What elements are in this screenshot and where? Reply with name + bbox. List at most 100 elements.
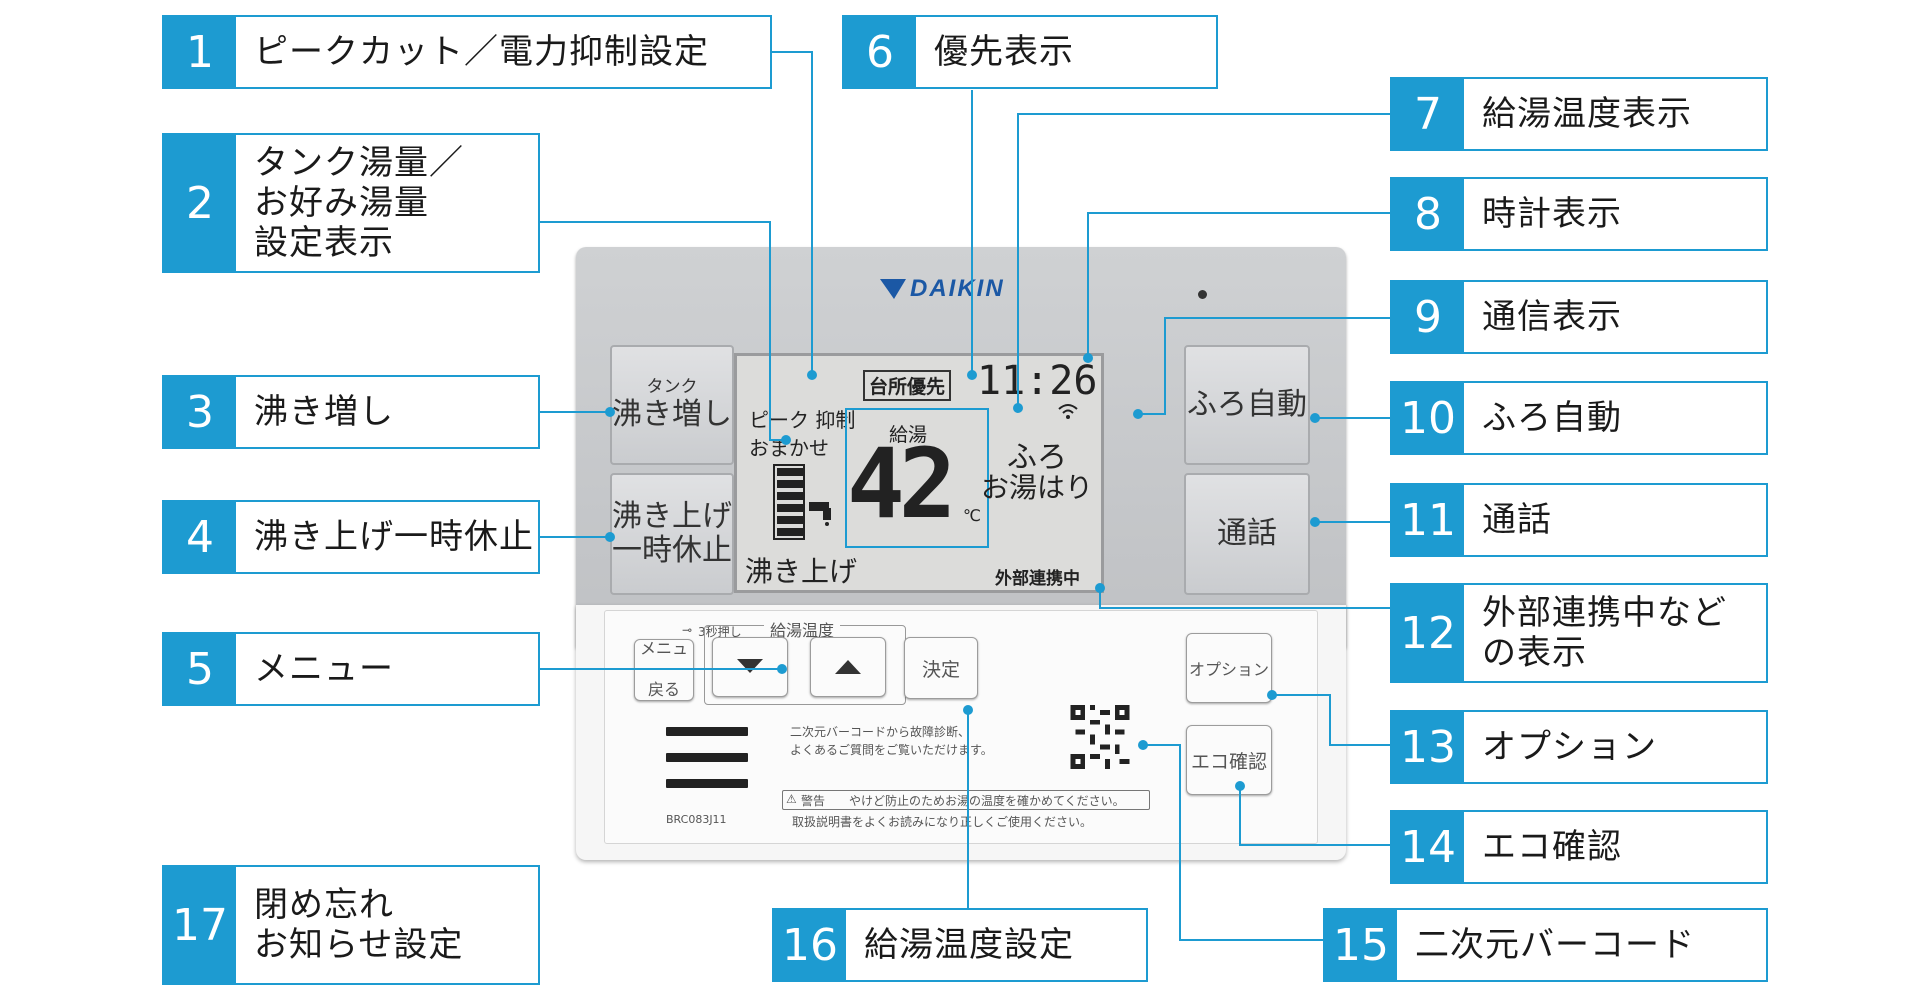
eco-check-button[interactable]: エコ確認 [1186, 725, 1272, 795]
option-label: オプション [1188, 660, 1269, 679]
callout-number: 12 [1392, 585, 1464, 681]
callout-6: 6 優先表示 [842, 15, 1218, 89]
callout-label: 時計表示 [1482, 193, 1622, 234]
callout-11: 11 通話 [1390, 483, 1768, 557]
callout-5: 5 メニュー [162, 632, 540, 706]
callout-8: 8 時計表示 [1390, 177, 1768, 251]
callout-9: 9 通信表示 [1390, 280, 1768, 354]
boiling-indicator: 沸き上げ [745, 555, 858, 588]
callout-label: 二次元バーコード [1415, 924, 1695, 965]
speaker-vent-slot [666, 727, 748, 736]
pause-button-line2: 一時休止 [612, 533, 732, 568]
bath-status-line1: ふろ [1007, 440, 1067, 475]
callout-13: 13 オプション [1390, 710, 1768, 784]
boost-button-caption: タンク [646, 376, 698, 397]
callout-number: 17 [164, 867, 236, 983]
warning-label: ⚠ 警告 やけど防止のためお湯の温度を確かめてください。 [782, 790, 1150, 810]
omakase-indicator: おまかせ [749, 436, 829, 460]
key-icon: ⊸ [682, 623, 693, 637]
callout-number: 6 [844, 17, 916, 87]
callout-number: 10 [1392, 383, 1464, 453]
callout-number: 4 [164, 502, 236, 572]
callout-number: 15 [1325, 910, 1397, 980]
callout-label: 外部連携中など の表示 [1482, 592, 1727, 673]
callout-label: ピークカット／電力抑制設定 [254, 31, 709, 72]
callout-15: 15 二次元バーコード [1323, 908, 1768, 982]
lcd-display: 台所優先 11:26 ピーク 抑制 おまかせ 給湯 42 ℃ ふろ お湯はり [734, 353, 1104, 593]
intercom-button[interactable]: 通話 [1184, 473, 1310, 595]
callout-label: オプション [1482, 726, 1657, 767]
temp-down-button[interactable] [712, 637, 788, 697]
daikin-logo-mark-icon [880, 279, 906, 299]
menu-hold-hint: 3秒押し [698, 625, 742, 639]
callout-number: 8 [1392, 179, 1464, 249]
callout-4: 4 沸き上げ一時休止 [162, 500, 540, 574]
brand-name: DAIKIN [910, 275, 1005, 302]
bath-status-line2: お湯はり [981, 471, 1094, 504]
callout-number: 3 [164, 377, 236, 447]
callout-number: 11 [1392, 485, 1464, 555]
callout-label: メニュー [254, 648, 394, 689]
wifi-icon [1058, 404, 1078, 419]
eco-check-label: エコ確認 [1190, 750, 1267, 773]
temperature-unit: ℃ [963, 506, 981, 525]
callout-14: 14 エコ確認 [1390, 810, 1768, 884]
callout-number: 7 [1392, 79, 1464, 149]
callout-label: 沸き上げ一時休止 [254, 516, 534, 557]
callout-number: 16 [774, 910, 846, 980]
speaker-vent-slot [666, 753, 748, 762]
menu-back-button[interactable]: メニュー 戻る [634, 639, 694, 701]
callout-label: 通信表示 [1482, 296, 1622, 337]
callout-7: 7 給湯温度表示 [1390, 77, 1768, 151]
supply-label: 給湯 [889, 424, 928, 446]
boost-button-label: 沸き増し [612, 396, 732, 432]
callout-number: 1 [164, 17, 236, 87]
qr-hint-line1: 二次元バーコードから故障診断、 [790, 725, 971, 739]
callout-label: ふろ自動 [1482, 397, 1622, 438]
callout-label: 閉め忘れ お知らせ設定 [254, 884, 464, 965]
sensor-dot [1198, 290, 1207, 299]
tank-outline [773, 464, 805, 540]
callout-label: 優先表示 [934, 31, 1074, 72]
back-label: 戻る [647, 680, 680, 700]
callout-12: 12 外部連携中など の表示 [1390, 583, 1768, 683]
temp-up-button[interactable] [810, 637, 886, 697]
decide-button[interactable]: 決定 [904, 637, 978, 699]
external-link-indicator: 外部連携中 [995, 569, 1080, 589]
callout-10: 10 ふろ自動 [1390, 381, 1768, 455]
callout-number: 14 [1392, 812, 1464, 882]
callout-number: 2 [164, 135, 236, 271]
option-button[interactable]: オプション [1186, 633, 1272, 703]
qr-code[interactable] [1070, 705, 1130, 769]
callout-number: 5 [164, 634, 236, 704]
callout-17: 17 閉め忘れ お知らせ設定 [162, 865, 540, 985]
remote-controller: DAIKIN タンク 沸き増し 沸き上げ 一時休止 ふろ自動 通話 台所優先 1… [570, 245, 1350, 865]
pause-button-line1: 沸き上げ [612, 498, 732, 534]
callout-2: 2 タンク湯量／ お好み湯量 設定表示 [162, 133, 540, 273]
callout-16: 16 給湯温度設定 [772, 908, 1148, 982]
qr-hint-line2: よくあるご質問をご覧いただけます。 [790, 743, 993, 757]
callout-label: タンク湯量／ お好み湯量 設定表示 [254, 142, 464, 264]
pause-boiling-button[interactable]: 沸き上げ 一時休止 [610, 473, 734, 595]
triangle-up-icon [835, 660, 861, 674]
callout-label: エコ確認 [1482, 826, 1622, 867]
boost-button[interactable]: タンク 沸き増し [610, 345, 734, 465]
decide-label: 決定 [921, 658, 960, 681]
callout-number: 13 [1392, 712, 1464, 782]
callout-1: 1 ピークカット／電力抑制設定 [162, 15, 772, 89]
manual-notice: 取扱説明書をよくお読みになり正しくご使用ください。 [792, 815, 1093, 829]
warning-triangle-icon: ⚠ [786, 792, 797, 806]
clock-display: 11:26 [977, 358, 1098, 404]
warning-text: やけど防止のためお湯の温度を確かめてください。 [849, 794, 1125, 808]
warning-tag: 警告 [801, 794, 826, 808]
tank-level-bar [777, 480, 803, 488]
priority-indicator: 台所優先 [863, 370, 952, 401]
peak-cut-indicator: ピーク 抑制 [749, 408, 856, 432]
tank-level-bar [777, 468, 803, 476]
bath-auto-label: ふろ自動 [1187, 386, 1307, 422]
supply-temperature: 42 [847, 428, 957, 540]
tank-level-bar [777, 504, 803, 512]
bath-auto-button[interactable]: ふろ自動 [1184, 345, 1310, 465]
tank-level-bar [777, 516, 803, 524]
qr-code-icon [1070, 705, 1130, 769]
